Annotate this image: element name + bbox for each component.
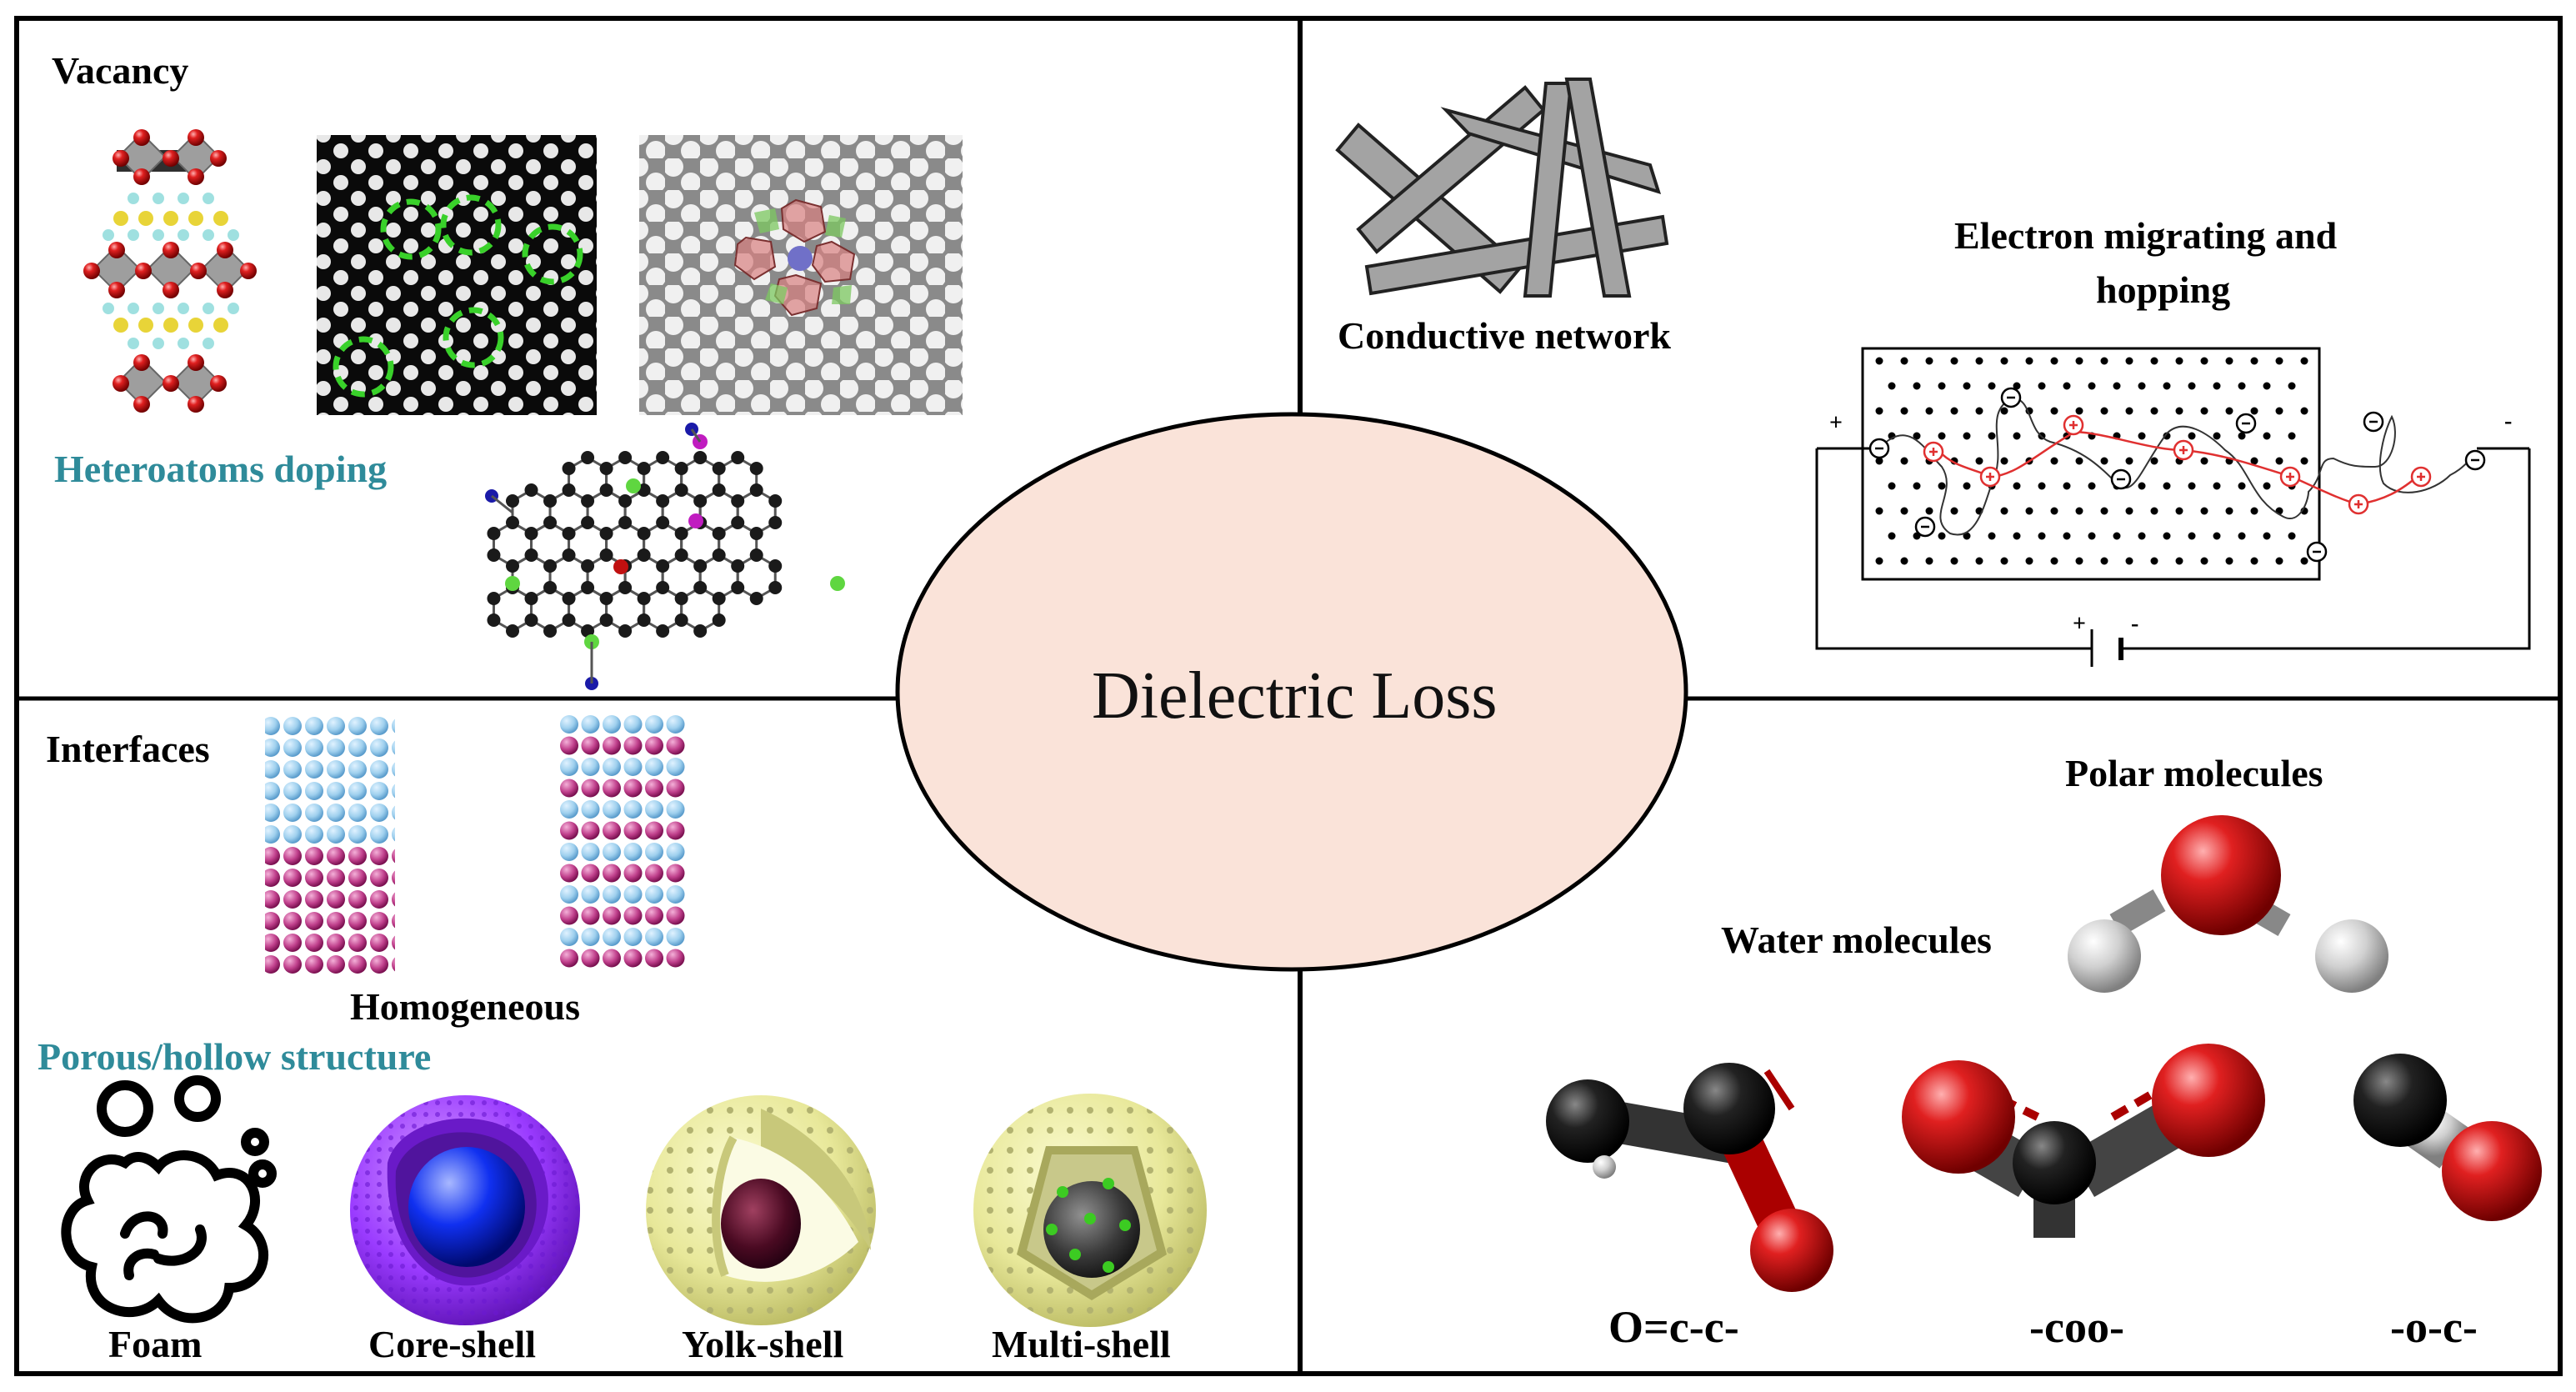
electrode-minus-sign: - [2504,408,2513,434]
core-shell-sphere [350,1095,580,1325]
center-title: Dielectric Loss [1092,659,1498,733]
stem-image-dopant [639,135,963,415]
molecule-coo [1902,1044,2265,1238]
dielectric-loss-ellipse [895,412,1688,972]
core-shell-label: Core-shell [368,1323,537,1365]
interface-alternating-block [560,715,685,968]
group-coo-label: -coo- [2029,1302,2124,1352]
multi-shell-sphere [973,1094,1207,1327]
porous-hollow-label: Porous/hollow structure [38,1035,432,1078]
group-o-c-c-label: O=c-c- [1608,1302,1739,1352]
doped-graphene-lattice [485,423,845,690]
heteroatoms-doping-label: Heteroatoms doping [54,448,388,490]
foam-label: Foam [108,1323,203,1365]
foam-icon [61,1075,277,1324]
battery-minus-sign: - [2131,611,2139,637]
group-o-c-label: -o-c- [2390,1302,2478,1352]
electrode-plus-sign: + [1829,410,1843,436]
yolk-shell-label: Yolk-shell [682,1323,844,1365]
water-molecules-label: Water molecules [1721,919,1992,961]
multi-shell-label: Multi-shell [992,1323,1171,1365]
stem-image-vacancies [317,135,597,415]
water-molecule [2068,815,2388,993]
battery-plus-sign: + [2073,611,2086,637]
vacancy-label: Vacancy [52,49,189,92]
outer-frame [14,16,2563,1376]
molecule-o-c-c [1546,1059,1833,1296]
conductive-network-label: Conductive network [1338,314,1671,357]
polar-molecules-label: Polar molecules [2065,752,2323,794]
electron-hopping-diagram [1815,347,2531,667]
vacancy-crystal-structure [83,129,257,413]
molecule-o-c [2353,1054,2542,1221]
electron-migrating-label-line1: Electron migrating and [1954,214,2338,257]
interface-stacked-block [265,715,395,975]
interfaces-label: Interfaces [46,728,210,770]
yolk-shell-sphere [646,1095,876,1325]
electron-migrating-label-line2: hopping [2096,268,2231,311]
homogeneous-label: Homogeneous [350,985,580,1028]
conductive-network-rods [1335,78,1669,298]
